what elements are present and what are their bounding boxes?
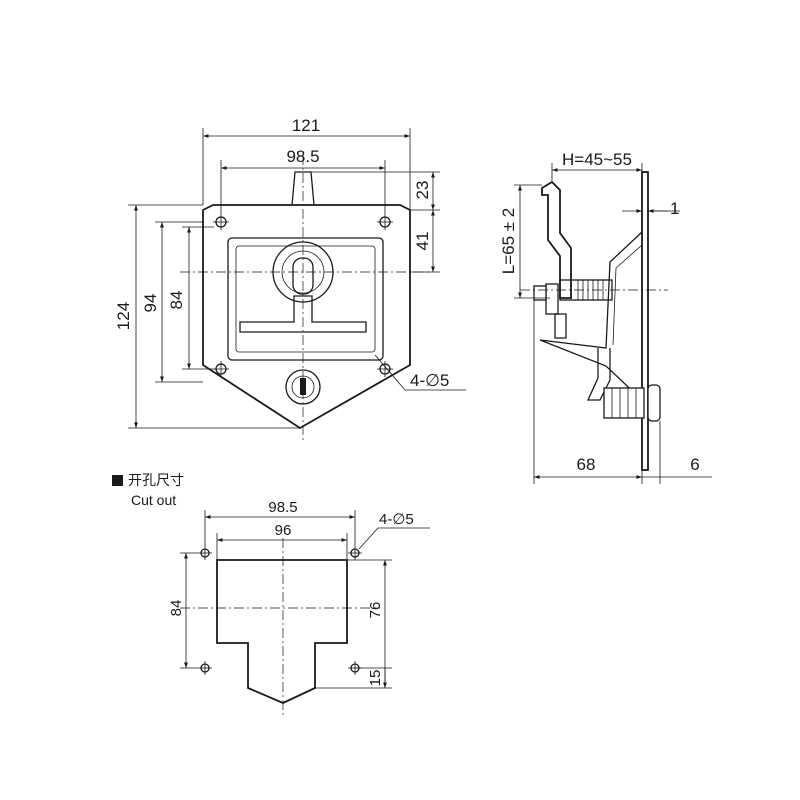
dim-side-h: H=45~55 <box>562 150 632 169</box>
side-key-head <box>647 384 661 422</box>
side-view: H=45~55 L=65 ± 2 1 68 6 <box>499 150 712 484</box>
cutout-title-cn: 开孔尺寸 <box>128 472 184 488</box>
dim-cutout-84: 84 <box>168 600 185 617</box>
cutout-view: 98.5 96 4-∅5 84 76 15 <box>168 499 430 715</box>
front-recess-inner <box>235 245 376 353</box>
cutout-title-en: Cut out <box>131 492 177 508</box>
side-shaft <box>559 279 613 301</box>
side-key-link <box>586 348 611 401</box>
side-housing <box>539 231 643 401</box>
side-key-cylinder <box>603 387 645 419</box>
cutout-legend: 开孔尺寸 Cut out <box>112 470 184 510</box>
dim-front-124: 124 <box>114 302 133 330</box>
dim-front-98-5: 98.5 <box>286 147 319 166</box>
dim-side-68: 68 <box>577 455 596 474</box>
dim-front-84: 84 <box>167 291 186 310</box>
dim-cutout-15: 15 <box>367 670 384 687</box>
dim-cutout-76: 76 <box>367 602 384 619</box>
dim-side-1: 1 <box>670 199 679 218</box>
dim-cutout-holes: 4-∅5 <box>379 511 414 528</box>
cutout-title-cn-row: 开孔尺寸 <box>112 470 184 490</box>
dim-front-holes: 4-∅5 <box>410 371 449 390</box>
cutout-opening <box>216 559 348 704</box>
side-nut-cap <box>533 285 547 301</box>
dim-side-6: 6 <box>690 455 699 474</box>
side-nut <box>545 283 559 315</box>
front-stem <box>291 171 315 206</box>
front-view: 121 98.5 124 94 84 23 41 4-∅5 <box>114 116 466 440</box>
dim-front-23: 23 <box>413 181 432 200</box>
front-mounting-holes <box>213 214 393 377</box>
front-plate-outline <box>202 204 411 430</box>
side-latch-arm <box>541 180 572 299</box>
front-recess-outer <box>227 237 384 361</box>
dim-side-l: L=65 ± 2 <box>499 208 518 275</box>
legend-square-icon <box>112 475 123 486</box>
dim-front-94: 94 <box>141 294 160 313</box>
front-keyhole <box>300 378 306 395</box>
cutout-mounting-holes <box>198 546 362 675</box>
dim-front-121: 121 <box>292 116 320 135</box>
front-t-handle <box>239 295 367 333</box>
dim-cutout-98-5: 98.5 <box>268 499 297 516</box>
dim-front-41: 41 <box>413 232 432 251</box>
side-flange-plate <box>641 171 649 471</box>
dim-cutout-96: 96 <box>275 522 292 539</box>
side-cam <box>554 313 567 339</box>
